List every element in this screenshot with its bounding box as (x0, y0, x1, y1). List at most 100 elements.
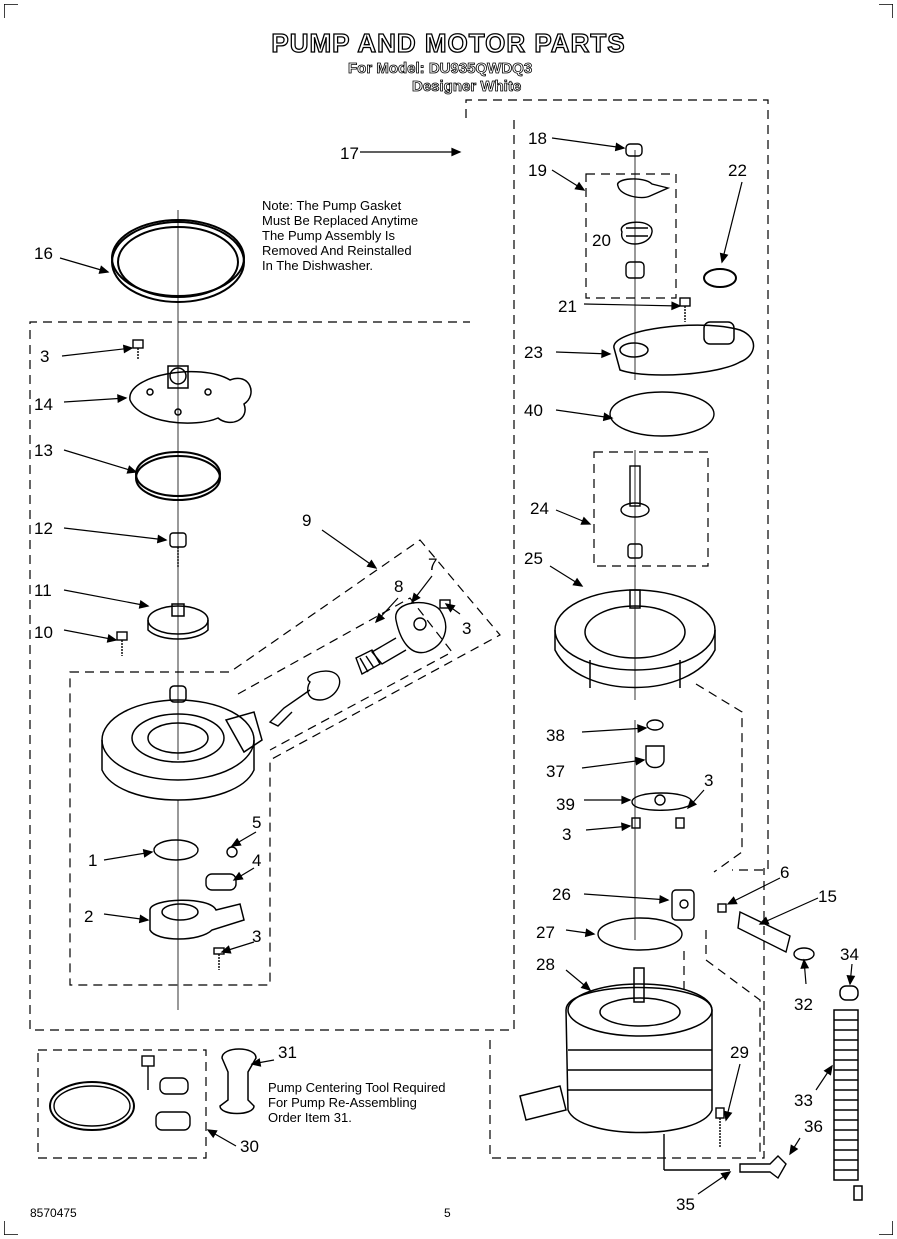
callout-29: 29 (730, 1043, 749, 1062)
leader-line (555, 409, 613, 419)
clamp (793, 947, 815, 961)
callout-30: 30 (240, 1137, 259, 1156)
callout-14: 14 (34, 395, 53, 414)
arrowhead (444, 603, 456, 613)
callout-19: 19 (528, 161, 547, 180)
leader-line (63, 449, 137, 473)
arrowhead (823, 1064, 833, 1076)
nut (625, 143, 643, 157)
callout-6: 6 (780, 863, 790, 882)
assembly-frames (29, 99, 769, 1159)
arrowhead (122, 344, 134, 354)
arrowhead (574, 181, 586, 191)
doc-number: 8570475 (30, 1206, 77, 1220)
pump-gasket (111, 219, 245, 303)
valve-fitting (737, 910, 791, 954)
arrowhead (117, 394, 128, 403)
motor-shaft-seal (620, 465, 650, 559)
callout-38: 38 (546, 726, 565, 745)
callout-11: 11 (34, 581, 52, 600)
arrowhead (126, 465, 138, 474)
motor-mount (554, 589, 716, 689)
arrowhead (250, 1058, 262, 1067)
callout-21: 21 (558, 297, 577, 316)
callout-26: 26 (552, 885, 571, 904)
leader-line (725, 1063, 741, 1121)
drain-hose (833, 985, 863, 1201)
mount-plate (613, 321, 755, 376)
arrowhead (580, 516, 592, 525)
cam (625, 261, 645, 279)
arrowhead (621, 795, 632, 805)
screw (132, 339, 144, 360)
arrowhead (106, 634, 118, 643)
callout-22: 22 (728, 161, 747, 180)
callout-31: 31 (278, 1043, 297, 1062)
callout-25: 25 (524, 549, 543, 568)
leader-line (63, 629, 117, 641)
arrowhead (726, 896, 738, 905)
callout-24: 24 (530, 499, 549, 518)
arrowhead (602, 412, 614, 422)
arrowhead (789, 1144, 799, 1156)
callout-15: 15 (818, 887, 837, 906)
bearing-plate (631, 792, 693, 811)
arrowhead (411, 592, 421, 604)
motor (519, 967, 713, 1134)
arrowhead (451, 147, 462, 157)
pump-cover (129, 365, 252, 424)
service-kit (49, 1055, 191, 1131)
arrowhead (98, 265, 110, 274)
callout-27: 27 (536, 923, 555, 942)
sensor-bracket (671, 889, 695, 921)
o-ring (703, 268, 737, 288)
leader-line (581, 727, 647, 733)
pump-mount (149, 899, 245, 940)
centering-tool (219, 1048, 257, 1115)
insulator-disc (597, 917, 683, 951)
arrowhead (220, 945, 232, 954)
callout-34: 34 (840, 945, 859, 964)
callout-16: 16 (34, 244, 53, 263)
filter-screen (153, 839, 199, 861)
seal-ring (135, 451, 221, 501)
screw (116, 631, 128, 656)
leader-line (63, 527, 167, 541)
arrowhead (614, 142, 626, 152)
color-line: Designer White (412, 78, 522, 96)
callout-40: 40 (524, 401, 543, 420)
check-valve (268, 599, 451, 727)
arrowhead (634, 756, 646, 766)
arrowhead (800, 958, 810, 969)
bearing (645, 745, 665, 769)
arrowhead (671, 301, 682, 311)
callout-33: 33 (794, 1091, 813, 1110)
impeller-bolt (169, 532, 187, 568)
arrowhead (156, 534, 168, 544)
leader-line (63, 589, 149, 607)
screw (715, 1107, 725, 1148)
callout-3: 3 (40, 347, 50, 366)
leader-line (759, 897, 819, 925)
callout-20: 20 (592, 231, 611, 250)
pump-housing (101, 685, 263, 801)
callout-37: 37 (546, 762, 565, 781)
page-title: PUMP AND MOTOR PARTS (271, 27, 626, 58)
arrowhead (206, 1129, 218, 1139)
page-number: 5 (444, 1206, 451, 1220)
arrowhead (230, 837, 242, 847)
screw (631, 817, 685, 829)
impeller (147, 603, 209, 640)
callout-18: 18 (528, 129, 547, 148)
leader-line (61, 347, 133, 357)
spring (620, 221, 653, 245)
callout-39: 39 (556, 795, 575, 814)
leader-line (721, 181, 743, 263)
leader-arrows (59, 137, 856, 1195)
leader-line (583, 303, 681, 307)
callout-4: 4 (252, 851, 262, 870)
callout-3: 3 (704, 771, 714, 790)
leader-line (321, 529, 377, 569)
callout-28: 28 (536, 955, 555, 974)
